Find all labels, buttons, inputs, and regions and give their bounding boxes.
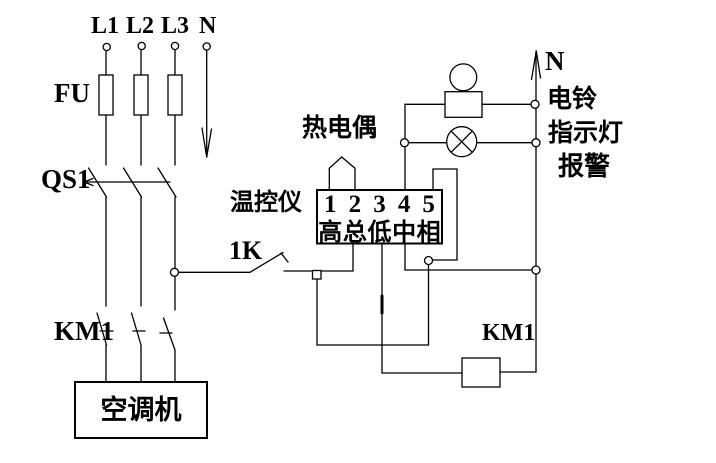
label-n-right: N <box>545 46 565 76</box>
terminal-number: 4 <box>397 190 411 218</box>
terminal-names-row: 高 总 低 中 相 <box>318 216 441 246</box>
km1-coil-icon <box>461 357 501 388</box>
terminal-name: 高 <box>318 219 343 246</box>
terminal-number: 3 <box>373 190 386 218</box>
fuse-icon <box>98 74 114 116</box>
aircon-box <box>74 381 208 439</box>
thermocouple-icon <box>328 156 356 191</box>
contactor-blade-icon <box>130 312 142 346</box>
label-alarm: 报警 <box>558 152 611 181</box>
label-aircon: 空调机 <box>100 395 182 425</box>
label-lamp: 指示灯 <box>548 120 624 147</box>
terminal-number: 1 <box>324 190 337 218</box>
label-qs1: QS1 <box>41 164 91 194</box>
fuse-icon <box>133 74 149 116</box>
wiring-phase-loop <box>316 168 458 346</box>
wiring-coil-branch <box>380 243 537 388</box>
label-l3: L3 <box>161 13 190 39</box>
terminal-name: 低 <box>367 219 392 246</box>
label-n-top: N <box>199 13 217 39</box>
neutral-left-arrow-icon <box>201 49 213 158</box>
bell-icon <box>444 63 483 118</box>
controller-terminal-box <box>316 189 443 245</box>
terminal-number: 2 <box>348 190 362 218</box>
contactor-blade-icon <box>162 317 176 351</box>
wiring-mid-to-neutral <box>404 243 533 271</box>
label-fu: FU <box>54 78 90 108</box>
junction-dots <box>169 99 541 280</box>
pole-l1 <box>87 50 114 383</box>
pole-l2 <box>122 49 149 383</box>
contactor-blade-icon <box>96 312 108 346</box>
terminal-numbers-row: 1 2 3 4 5 <box>318 190 441 218</box>
indicator-lamp-icon <box>446 126 478 158</box>
terminal-name: 总 <box>342 219 367 246</box>
pole-l3 <box>157 49 183 383</box>
qs1-linkage-icon <box>83 177 171 187</box>
label-thermocouple: 热电偶 <box>302 115 378 142</box>
label-bell: 电铃 <box>547 86 598 113</box>
wiring-alarm-feed <box>404 103 533 191</box>
label-controller: 温控仪 <box>230 190 302 216</box>
label-1k: 1K <box>229 236 263 265</box>
label-l1: L1 <box>91 13 120 39</box>
label-km1-main: KM1 <box>54 316 114 346</box>
terminal-name: 相 <box>416 219 441 246</box>
terminal-name: 中 <box>392 219 417 246</box>
fuse-icon <box>167 74 183 116</box>
supply-terminal-icon <box>102 41 211 52</box>
terminal-number: 5 <box>422 190 435 218</box>
label-l2: L2 <box>126 13 155 39</box>
label-km1-coil: KM1 <box>482 320 536 346</box>
1k-contact-icon <box>177 243 354 273</box>
